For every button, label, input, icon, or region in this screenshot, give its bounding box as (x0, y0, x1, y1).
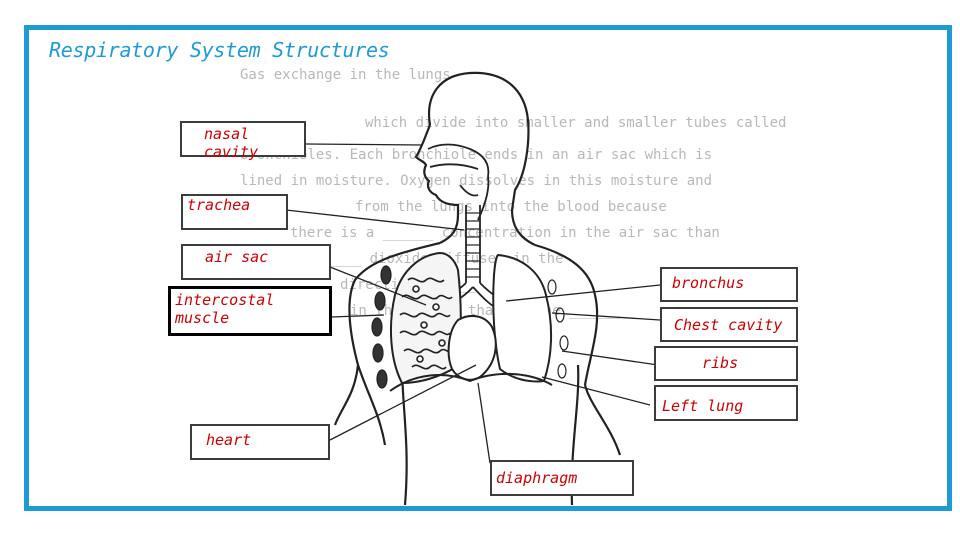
alveoli-pattern (399, 277, 453, 370)
label-box-diaphragm[interactable]: diaphragm (490, 460, 634, 496)
ribs (371, 265, 569, 389)
leader-nasal-cavity (305, 143, 423, 146)
label-box-intercostal-muscle[interactable]: intercostal muscle (168, 286, 332, 336)
label-box-trachea[interactable]: trachea (181, 194, 288, 230)
label-nasal-cavity: nasal cavity (204, 125, 259, 161)
leader-heart (329, 364, 477, 441)
torso-lower-left (400, 364, 408, 506)
label-chest-cavity: Chest cavity (674, 316, 783, 334)
label-left-lung: Left lung (662, 397, 744, 415)
slide-title: Respiratory System Structures (49, 38, 390, 62)
worksheet-line-1: Gas exchange in the lungs (240, 67, 451, 83)
lung-right (492, 253, 553, 383)
epiglottis (459, 184, 479, 197)
body-outline (333, 71, 622, 506)
worksheet-line-5: from the lungs into the blood because (355, 199, 667, 215)
label-box-bronchus[interactable]: bronchus (660, 267, 798, 302)
leader-ribs (561, 350, 659, 366)
leader-bronchus (505, 284, 661, 302)
label-heart: heart (206, 431, 252, 449)
left-shoulder (348, 241, 441, 446)
leader-diaphragm (477, 382, 491, 464)
lungs (389, 251, 553, 392)
leader-lines (285, 143, 661, 464)
neck-front (439, 214, 460, 244)
leader-left-lung (541, 376, 651, 406)
worksheet-line-4: lined in moisture. Oxygen dissolves in t… (240, 173, 712, 189)
head-outline (427, 71, 530, 211)
worksheet-line-3: bronchioles. Each bronchiole ends in an … (240, 147, 712, 163)
label-box-heart[interactable]: heart (190, 424, 330, 460)
label-trachea: trachea (187, 196, 251, 214)
label-intercostal-line2: muscle (175, 309, 230, 327)
leader-chest-cavity (551, 312, 661, 321)
label-box-chest-cavity[interactable]: Chest cavity (660, 307, 798, 342)
worksheet-line-6: there is a ______ concentration in the a… (290, 225, 720, 241)
label-bronchus: bronchus (672, 274, 745, 292)
leader-trachea (285, 209, 465, 231)
label-box-left-lung[interactable]: Left lung (654, 385, 798, 421)
respiratory-diagram: Gas exchange in the lungs which divide i… (240, 67, 786, 506)
left-arm (333, 364, 360, 426)
trachea-rings (466, 212, 480, 278)
label-box-nasal-cavity[interactable]: nasal cavity (180, 121, 306, 161)
worksheet-line-7: the b ______ dioxide diffuses in the (260, 251, 563, 267)
label-diaphragm: diaphragm (496, 469, 578, 487)
leader-air-sac (329, 266, 427, 306)
label-box-ribs[interactable]: ribs (654, 346, 798, 381)
neck-back (510, 209, 536, 246)
face-outline (414, 124, 460, 215)
label-intercostal-line1: intercostal (175, 291, 275, 309)
right-arm (583, 384, 622, 456)
right-shoulder (534, 243, 599, 386)
heart-shape (447, 314, 497, 381)
label-box-air-sac[interactable]: air sac (181, 244, 331, 280)
leader-intercostal (331, 314, 385, 318)
label-ribs: ribs (702, 354, 739, 372)
worksheet-line-2: which divide into smaller and smaller tu… (365, 115, 786, 131)
nasal-passage (427, 143, 490, 178)
diaphragm-line (389, 373, 553, 392)
palate (429, 163, 479, 170)
label-air-sac: air sac (205, 248, 269, 266)
